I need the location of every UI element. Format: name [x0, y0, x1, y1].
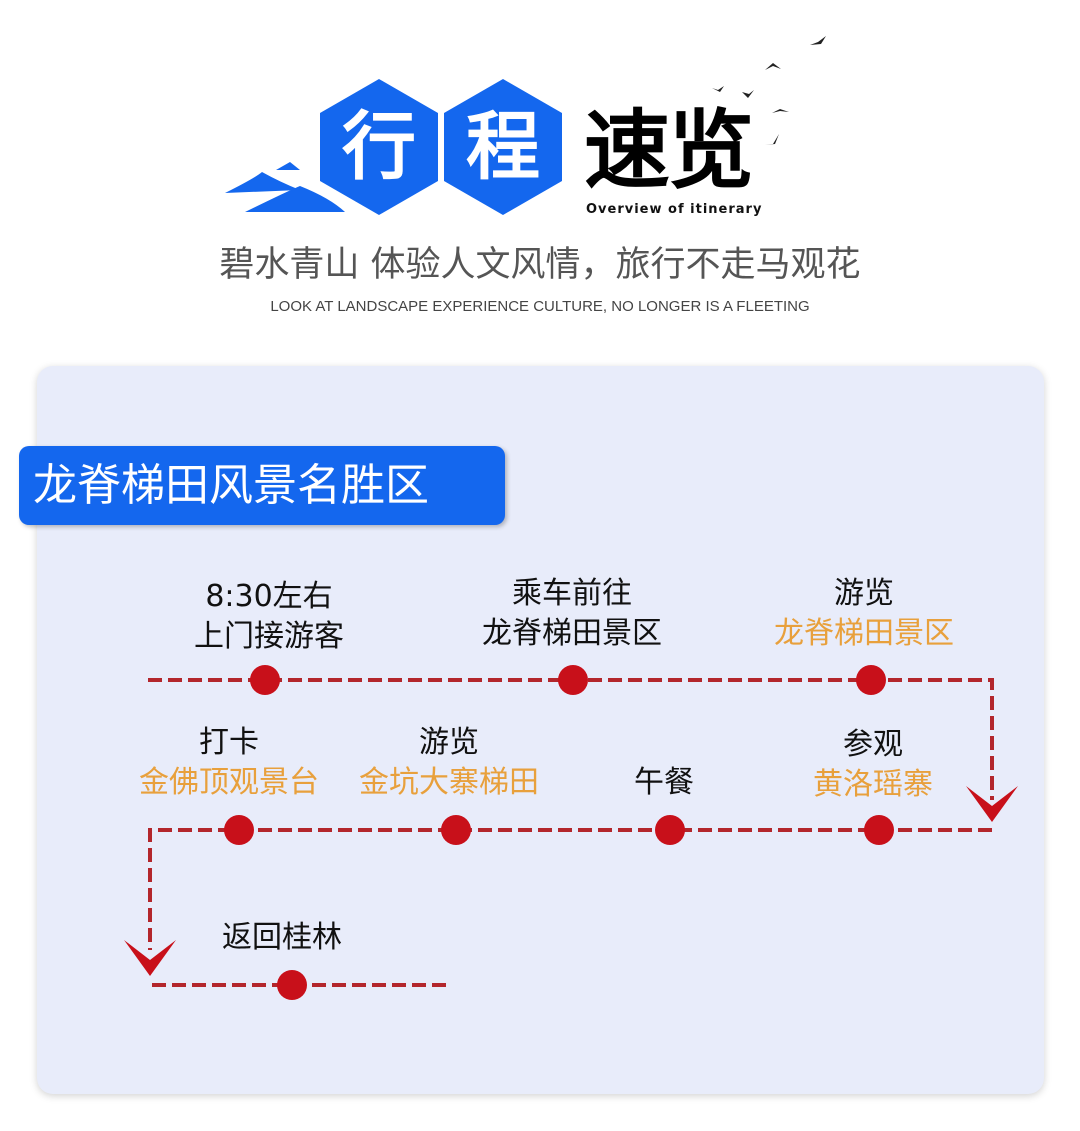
stop-line1: 打卡 [199, 725, 259, 760]
stop-line2: 上门接游客 [194, 619, 344, 654]
stop-line1: 游览 [419, 725, 479, 760]
mountain-icon [225, 162, 345, 212]
stop-line2: 黄洛瑶寨 [813, 767, 933, 802]
stop-line2: 龙脊梯田景区 [482, 616, 662, 651]
stop-dot [655, 815, 685, 845]
stop-dot [277, 970, 307, 1000]
stop-line2: 返回桂林 [222, 920, 342, 955]
stop-huangluo: 参观 黄洛瑶寨 [813, 725, 933, 805]
stop-longji: 游览 龙脊梯田景区 [774, 574, 954, 654]
stop-dot [558, 665, 588, 695]
route-row-1 [148, 678, 994, 800]
stop-line1: 参观 [843, 727, 903, 762]
stop-dot [856, 665, 886, 695]
stop-line1: 乘车前往 [512, 576, 632, 611]
slogan-en: LOOK AT LANDSCAPE EXPERIENCE CULTURE, NO… [270, 298, 810, 315]
stop-line2: 午餐 [634, 765, 694, 800]
header-decoration [225, 36, 826, 212]
stop-jinfoding: 打卡 金佛顶观景台 [139, 723, 319, 803]
stop-line2: 龙脊梯田景区 [774, 616, 954, 651]
arrow-down-icon [966, 786, 1018, 822]
card-title-badge: 龙脊梯田风景名胜区 [19, 446, 505, 525]
stop-return: 返回桂林 [222, 918, 342, 958]
stop-transfer: 乘车前往 龙脊梯田景区 [482, 574, 662, 654]
stop-dot [864, 815, 894, 845]
stop-dot [250, 665, 280, 695]
stop-line2: 金坑大寨梯田 [359, 765, 539, 800]
stop-line1: 游览 [834, 576, 894, 611]
stop-lunch: 午餐 [634, 763, 694, 803]
stop-dot [224, 815, 254, 845]
stop-line1: 8:30左右 [205, 579, 333, 614]
stop-pickup: 8:30左右 上门接游客 [194, 577, 344, 657]
subtitle-en: Overview of itinerary [586, 202, 763, 217]
birds-icon [712, 36, 826, 145]
stop-line2: 金佛顶观景台 [139, 765, 319, 800]
title-rest: 速览 [584, 101, 754, 201]
route-row-2 [148, 828, 992, 950]
stop-jinkeng: 游览 金坑大寨梯田 [359, 723, 539, 803]
arrow-down-icon [124, 940, 176, 976]
slogan: 碧水青山 体验人文风情，旅行不走马观花 [219, 245, 861, 285]
stop-dot [441, 815, 471, 845]
